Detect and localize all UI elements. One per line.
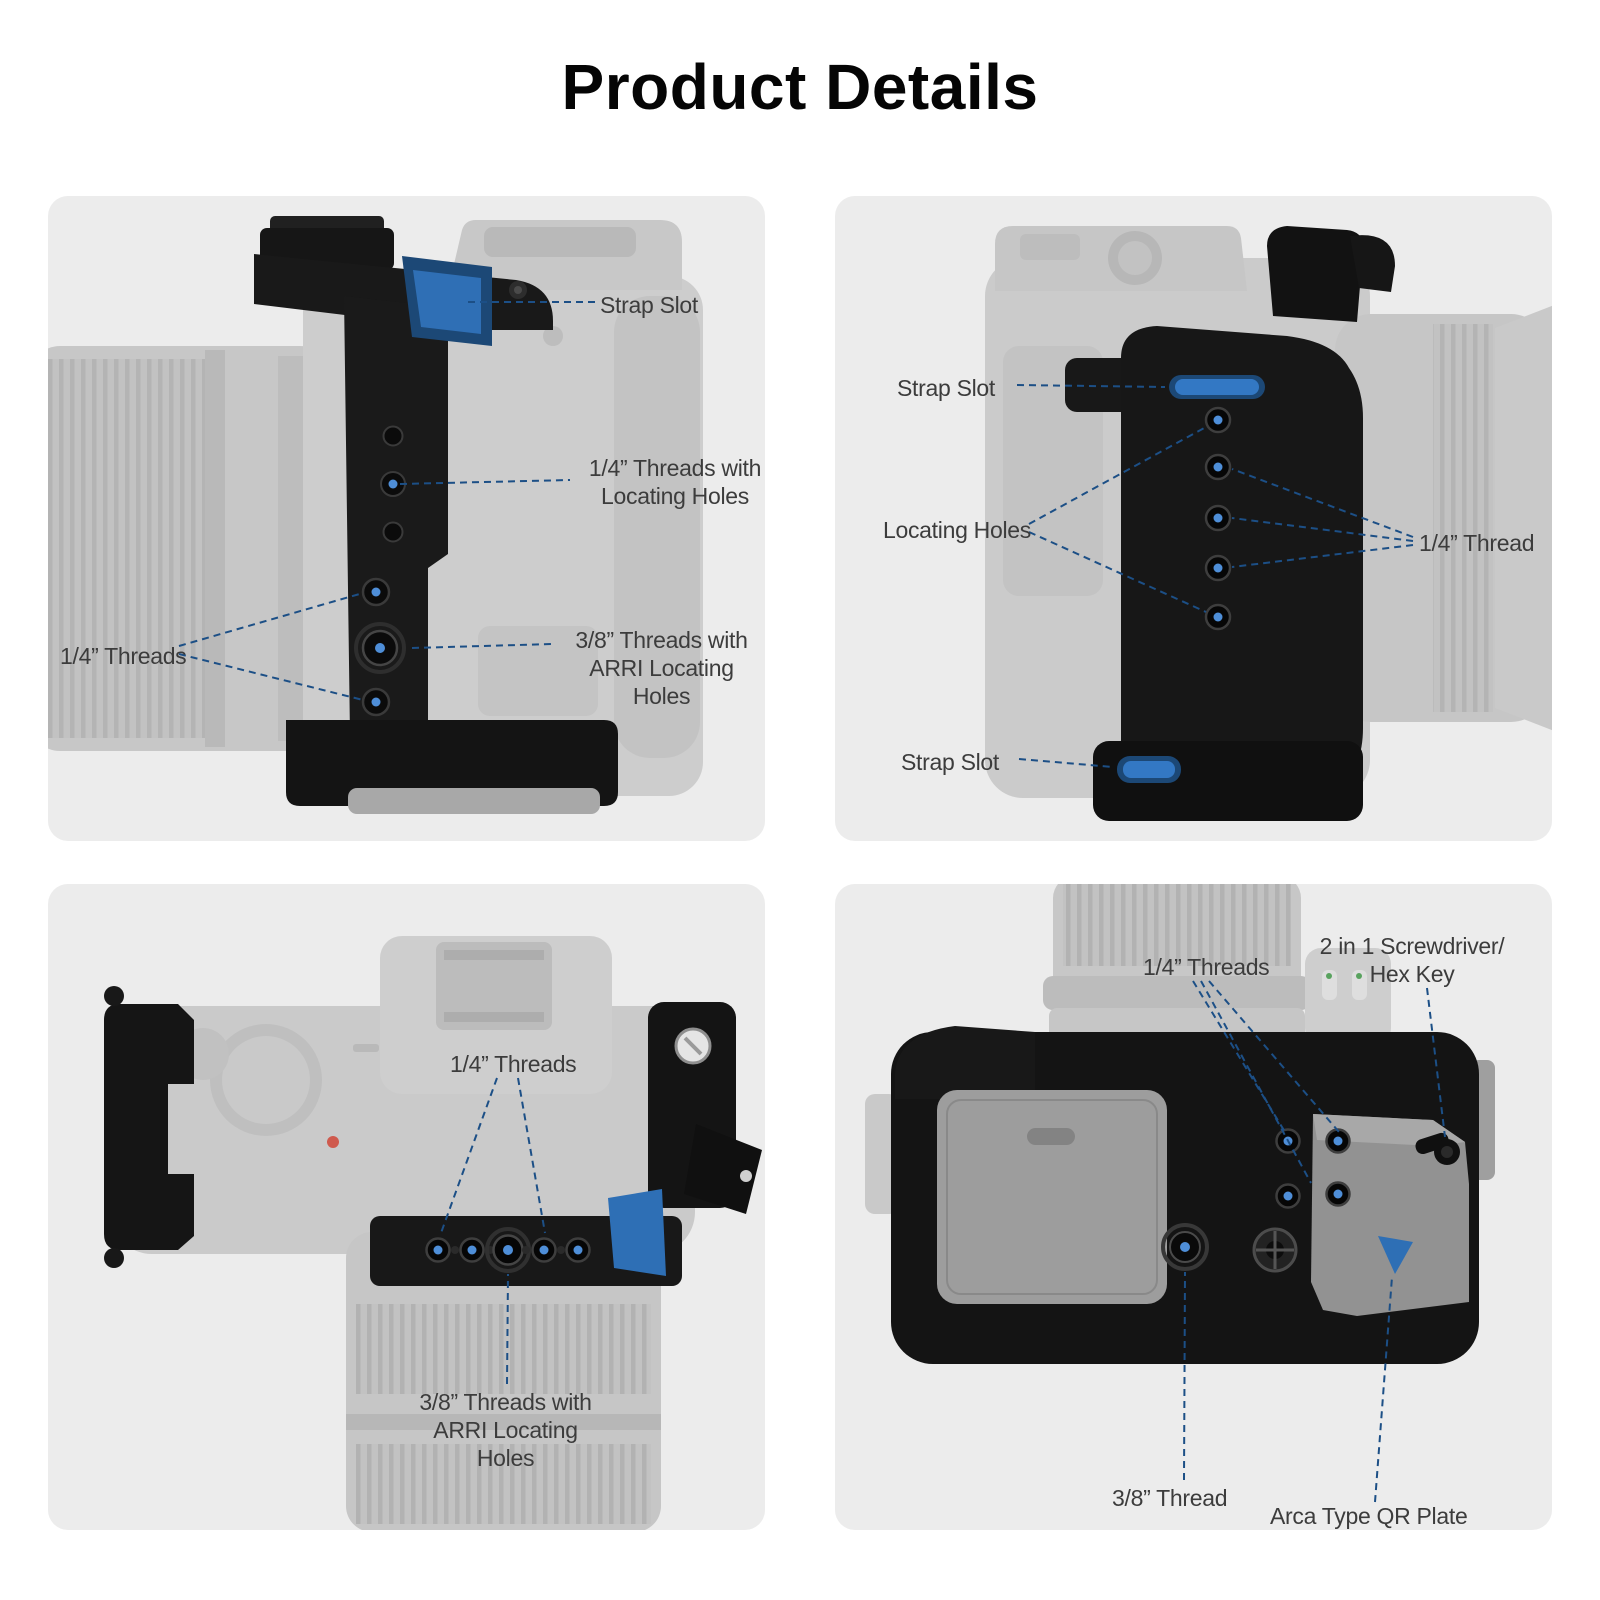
- ghost-camera: [110, 936, 695, 1530]
- panel-bottom-view: 1/4” Threads 2 in 1 Screwdriver/ Hex Key…: [835, 884, 1552, 1530]
- leader-lines: [1183, 980, 1446, 1503]
- leader-lines: [1016, 384, 1414, 768]
- ghost-camera: [865, 884, 1391, 1214]
- arca-qr-plate: [1311, 1114, 1469, 1316]
- label-quarter-thread: 1/4” Thread: [1419, 530, 1535, 556]
- label-strap-slot: Strap Slot: [600, 292, 698, 318]
- label-three-eighths-thread: 3/8” Thread: [1112, 1485, 1228, 1511]
- blue-accent-triangle: [1378, 1236, 1413, 1274]
- cage-frame: [254, 216, 618, 814]
- label-arca-qr-plate: Arca Type QR Plate: [1270, 1503, 1468, 1529]
- strap-slot-bottom-highlight: [1117, 756, 1181, 783]
- panel-top-view: 1/4” Threads 3/8” Threads with ARRI Loca…: [48, 884, 765, 1530]
- label-three-eighths-threads-arri: 3/8” Threads with ARRI Locating Holes: [419, 1389, 592, 1472]
- thread-holes: [425, 1227, 591, 1273]
- label-strap-slot-bottom: Strap Slot: [901, 749, 999, 775]
- screwdriver-keyhole: [1415, 1132, 1460, 1165]
- camera-cage-front-side-illustration: [48, 216, 703, 814]
- battery-door: [937, 1090, 1167, 1304]
- camera-cage-grip-side-illustration: [985, 226, 1552, 821]
- strap-slot-highlight: [402, 256, 492, 346]
- leader-lines: [440, 1077, 546, 1385]
- thread-holes: [1204, 406, 1232, 631]
- label-screwdriver-hex-key: 2 in 1 Screwdriver/ Hex Key: [1319, 933, 1505, 988]
- label-strap-slot-top: Strap Slot: [897, 375, 995, 401]
- cage-frame: [1065, 226, 1395, 821]
- camera-cage-bottom-view-illustration: [865, 884, 1495, 1503]
- label-quarter-threads: 1/4” Threads: [450, 1051, 577, 1077]
- label-quarter-threads-locating-holes: 1/4” Threads with Locating Holes: [588, 455, 762, 510]
- label-locating-holes: Locating Holes: [883, 517, 1031, 543]
- strap-slot-top-highlight: [1169, 375, 1265, 399]
- label-three-eighths-threads-arri: 3/8” Threads with ARRI Locating Holes: [575, 627, 748, 710]
- leader-lines: [178, 301, 596, 701]
- page-title: Product Details: [561, 51, 1039, 123]
- camera-cage-top-view-illustration: [104, 936, 762, 1530]
- label-quarter-threads: 1/4” Threads: [60, 643, 187, 669]
- panel-side-view-grip: Strap Slot Locating Holes 1/4” Thread St…: [835, 196, 1552, 841]
- thread-holes: [1161, 1128, 1351, 1273]
- panel-side-view-front: Strap Slot 1/4” Threads with Locating Ho…: [48, 196, 765, 841]
- blue-accent-wedge: [608, 1189, 666, 1276]
- label-quarter-threads: 1/4” Threads: [1143, 954, 1270, 980]
